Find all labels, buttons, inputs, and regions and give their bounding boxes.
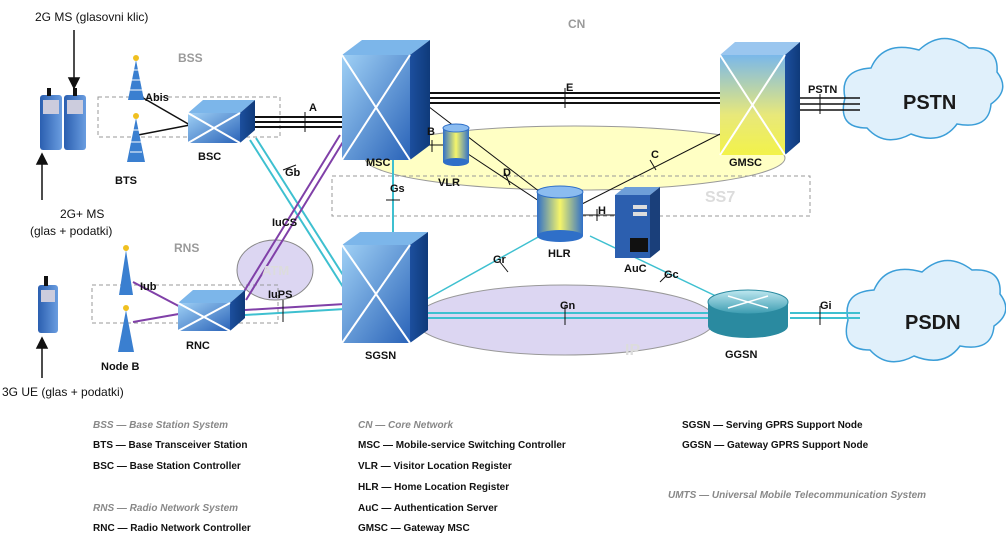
- label-3g-ue: 3G UE (glas + podatki): [2, 385, 124, 399]
- link-gc: [589, 235, 721, 299]
- link-iucs: [239, 134, 347, 301]
- node-label-node-b: Node B: [101, 361, 140, 373]
- area-label-cn: CN: [568, 17, 585, 31]
- ggsn-router: [707, 289, 789, 338]
- node-label-sgsn: SGSN: [365, 350, 396, 362]
- if-label-a: A: [309, 102, 317, 114]
- if-label-gc: Gc: [664, 269, 679, 281]
- bts-antenna-top: [128, 55, 144, 100]
- link-gn: [425, 312, 720, 319]
- if-label-gn: Gn: [560, 300, 576, 312]
- legend-col2: CN — Core Network MSC — Mobile-service S…: [358, 420, 566, 534]
- legend-item: RNS — Radio Network System: [93, 503, 238, 514]
- gmsc-switch: [719, 42, 800, 156]
- if-label-pstn: PSTN: [808, 84, 837, 96]
- legend-item: RNC — Radio Network Controller: [93, 523, 251, 534]
- label-2g-ms: 2G MS (glasovni klic): [35, 10, 148, 24]
- if-label-h: H: [598, 205, 606, 217]
- if-label-e: E: [566, 82, 573, 94]
- legend-col3: SGSN — Serving GPRS Support Node GGSN — …: [668, 420, 926, 501]
- link-e: [430, 92, 720, 104]
- link-abis: [137, 94, 191, 136]
- if-label-gr: Gr: [493, 254, 507, 266]
- link-gi: [790, 312, 860, 319]
- legend-item: UMTS — Universal Mobile Telecommunicatio…: [668, 490, 926, 501]
- if-label-gi: Gi: [820, 300, 832, 312]
- area-label-ss7: SS7: [705, 189, 735, 206]
- node-label-hlr: HLR: [548, 248, 571, 260]
- vlr-database: [442, 123, 470, 166]
- link-a: [255, 116, 342, 128]
- auc-server: [615, 187, 660, 258]
- node-label-vlr: VLR: [438, 177, 460, 189]
- arrows: [35, 30, 81, 378]
- sgsn-switch: [341, 232, 428, 344]
- link-gr: [424, 235, 541, 301]
- legend-col1: BSS — Base Station System BTS — Base Tra…: [93, 420, 251, 534]
- legend-item: CN — Core Network: [358, 420, 453, 431]
- if-label-gb: Gb: [285, 167, 301, 179]
- link-iups: [244, 303, 346, 316]
- area-label-rns: RNS: [174, 241, 199, 255]
- legend-item: BSS — Base Station System: [93, 420, 228, 431]
- phone-2g-ms: [40, 88, 62, 150]
- area-label-ip: IP: [625, 342, 640, 359]
- node-label-bsc: BSC: [198, 151, 221, 163]
- legend-item: AuC — Authentication Server: [358, 503, 498, 514]
- nodeb-antenna-top: [119, 245, 133, 295]
- legend-item: GMSC — Gateway MSC: [358, 523, 470, 534]
- legend-item: BTS — Base Transceiver Station: [93, 440, 248, 451]
- area-label-atm: ATM: [262, 263, 289, 278]
- label-2g-plus-ms: 2G+ MS: [60, 207, 104, 221]
- legend-item: SGSN — Serving GPRS Support Node: [682, 420, 863, 431]
- link-msc-ggsn: [419, 99, 541, 193]
- legend-item: GGSN — Gateway GPRS Support Node: [682, 440, 869, 451]
- if-label-iub: Iub: [140, 281, 157, 293]
- if-label-b: B: [427, 126, 435, 138]
- bss-dashed-box: [97, 96, 281, 138]
- node-label-rnc: RNC: [186, 340, 210, 352]
- rnc-controller: [177, 290, 245, 332]
- pstn-cloud: [842, 37, 1004, 141]
- node-label-psdn: PSDN: [905, 312, 961, 334]
- if-label-gs: Gs: [390, 183, 405, 195]
- node-label-auc: AuC: [624, 263, 647, 275]
- nodeb-antenna-bottom: [118, 305, 134, 352]
- bts-antenna-bottom: [127, 113, 145, 162]
- if-label-abis: Abis: [145, 92, 169, 104]
- node-label-msc: MSC: [366, 157, 391, 169]
- node-label-ggsn: GGSN: [725, 349, 757, 361]
- node-label-gmsc: GMSC: [729, 157, 762, 169]
- interface-ticks: [282, 88, 821, 325]
- legend-item: VLR — Visitor Location Register: [358, 461, 512, 472]
- bsc-controller: [187, 100, 255, 144]
- legend-item: HLR — Home Location Register: [358, 482, 509, 493]
- legend-item: MSC — Mobile-service Switching Controlle…: [358, 440, 566, 451]
- link-d: [461, 149, 546, 206]
- phone-2g-plus-ms: [64, 88, 86, 150]
- if-label-iucs: IuCS: [272, 217, 297, 229]
- hlr-database: [536, 185, 584, 242]
- area-label-bss: BSS: [178, 51, 203, 65]
- if-label-c: C: [651, 149, 659, 161]
- link-pstn: [790, 97, 860, 111]
- node-label-pstn: PSTN: [903, 92, 956, 114]
- msc-switch: [341, 40, 430, 161]
- phone-3g-ue: [38, 276, 58, 333]
- node-label-bts: BTS: [115, 175, 137, 187]
- legend-item: BSC — Base Station Controller: [93, 461, 241, 472]
- label-2g-plus-ms-sub: (glas + podatki): [30, 224, 112, 238]
- if-label-d: D: [503, 167, 511, 179]
- if-label-iups: IuPS: [268, 289, 292, 301]
